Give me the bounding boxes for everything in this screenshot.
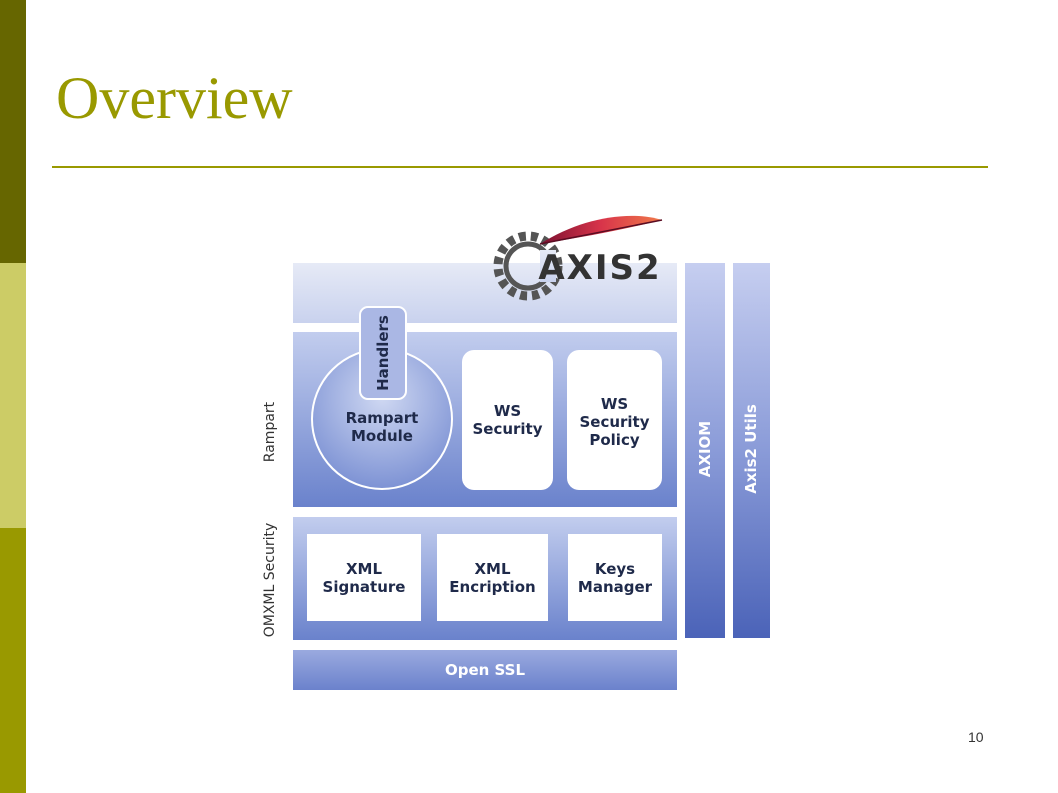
page-number: 10 [968, 729, 984, 745]
slide-title: Overview [56, 65, 293, 131]
rampart-side-label: Rampart [262, 401, 278, 463]
keys-manager-box [568, 534, 662, 621]
title-divider [52, 166, 988, 168]
rampart-module-label: Rampart Module [345, 409, 419, 445]
ws-security-box [462, 350, 553, 490]
ws-security-policy-box [567, 350, 662, 490]
apache-feather-icon [540, 215, 662, 244]
handlers-pill [359, 306, 407, 400]
openssl-band [293, 650, 677, 690]
side-accent-bar-bottom [0, 528, 26, 793]
open-ssl-label: Open SSL [444, 661, 526, 679]
feather-quill-line [539, 219, 663, 245]
keys-manager-label: Keys Manager [577, 560, 653, 596]
omxml-security-side-label: OMXML Security [262, 522, 278, 638]
xml-encryption-label: XML Encription [449, 560, 536, 596]
ws-security-label: WS Security [472, 402, 543, 438]
handlers-label: Handlers [374, 315, 392, 391]
axis2-utils-column [733, 263, 770, 638]
ws-security-policy-label: WS Security Policy [579, 395, 650, 449]
xml-signature-box [307, 534, 421, 621]
side-accent-bar-middle [0, 263, 26, 528]
axis2-logo-text: AXIS2 [538, 248, 662, 288]
axis2-utils-label: Axis2 Utils [742, 404, 760, 494]
axiom-column [685, 263, 725, 638]
xml-signature-label: XML Signature [322, 560, 406, 596]
xml-encryption-box [437, 534, 548, 621]
side-accent-bar-top [0, 0, 26, 263]
top-band [293, 263, 677, 323]
axis2-gear-icon [493, 231, 563, 301]
axiom-label: AXIOM [696, 420, 714, 478]
